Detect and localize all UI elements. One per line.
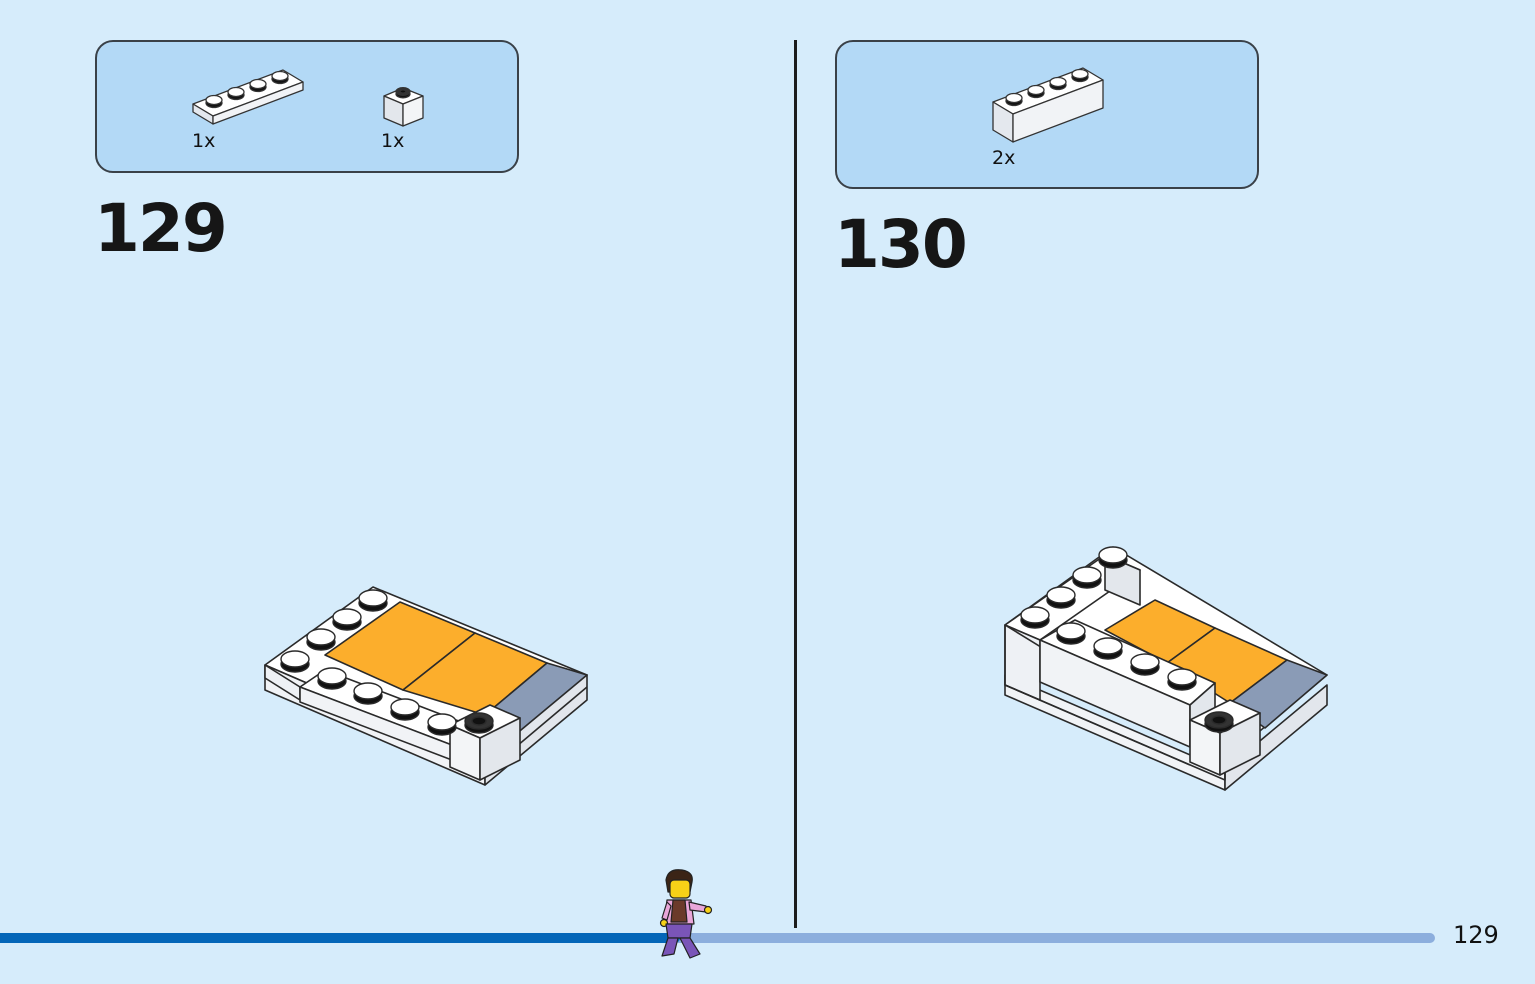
white-brick-1x1-icon (383, 87, 424, 127)
parts-callout-step-130: 2x (835, 40, 1259, 189)
model-step-130-illustration (1004, 546, 1328, 791)
step-number: 129 (94, 190, 228, 267)
model-step-129-illustration (264, 586, 588, 786)
white-plate-1x4-icon (192, 69, 304, 125)
page-number: 129 (1453, 921, 1499, 949)
part-quantity: 1x (192, 130, 216, 152)
progress-bar-track (670, 933, 1435, 943)
white-brick-1x4-icon (992, 67, 1104, 143)
parts-callout-step-129: 1x 1x (95, 40, 519, 173)
step-number: 130 (834, 206, 968, 283)
part-quantity: 2x (992, 147, 1016, 169)
part-quantity: 1x (381, 130, 405, 152)
progress-bar-fill (0, 933, 680, 943)
minifigure-progress-icon (659, 869, 713, 959)
step-divider (794, 40, 797, 928)
